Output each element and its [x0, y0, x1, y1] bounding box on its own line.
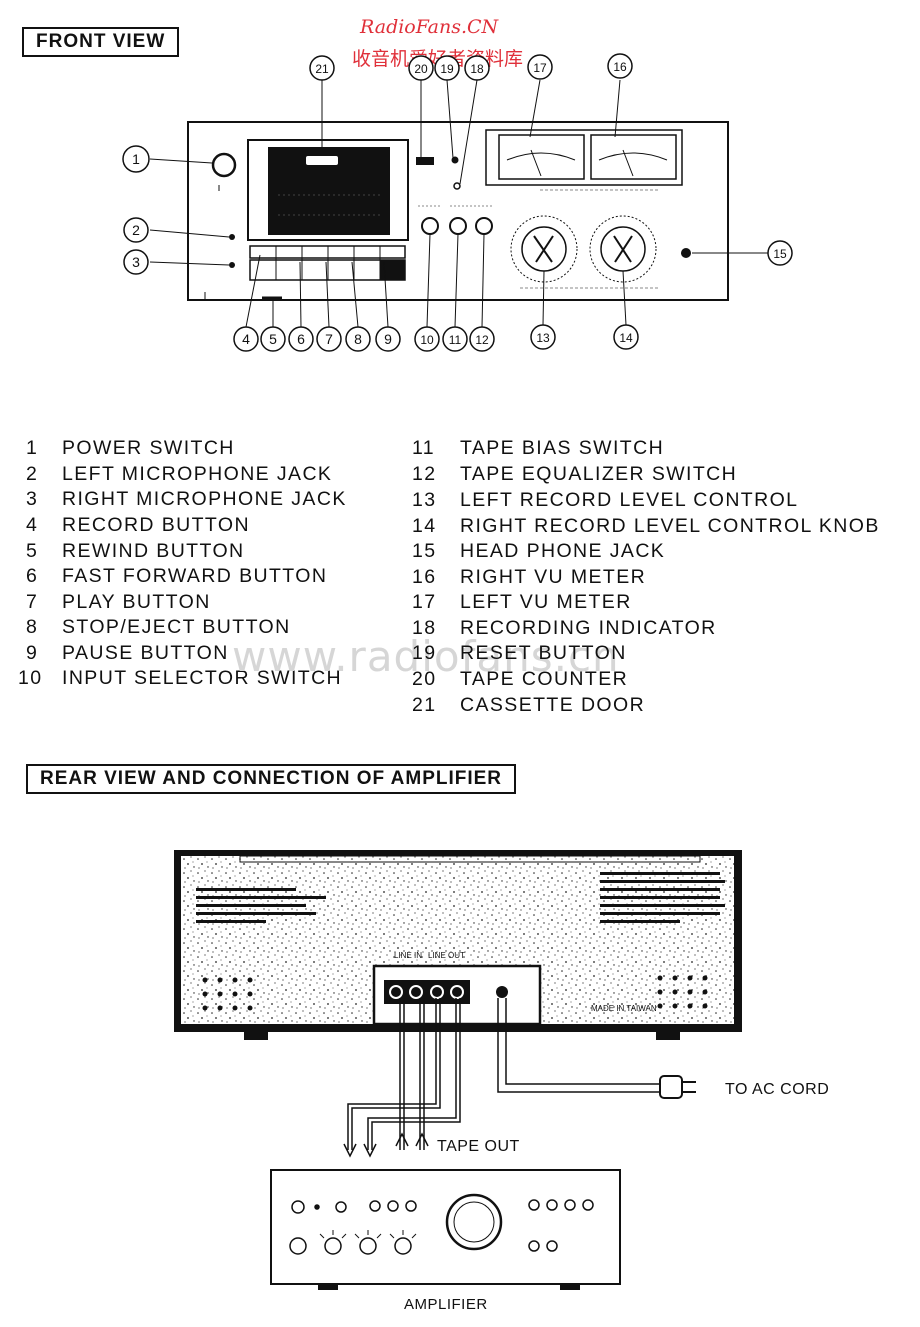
callout-8: [345, 326, 371, 352]
front-view-title: FRONT VIEW: [22, 27, 180, 57]
callout-9: [375, 326, 401, 352]
callout-7: [316, 326, 342, 352]
callout-16: [607, 53, 633, 79]
callout-label: 20: [414, 62, 428, 76]
watermark-domain: www.radiofans.cn: [232, 632, 620, 681]
callout-11: [442, 326, 468, 352]
callout-label: 17: [533, 61, 547, 75]
callout-label: 19: [440, 62, 454, 76]
callout-2: [123, 217, 149, 243]
callout-5: [260, 326, 286, 352]
watermark-brand: RadioFans.CN: [360, 16, 499, 38]
callout-label: 14: [619, 331, 633, 345]
callout-label: 4: [242, 331, 250, 347]
callout-6: [288, 326, 314, 352]
line-in-label: LINE IN: [394, 951, 423, 960]
callout-18: [464, 55, 490, 81]
line-out-label: LINE OUT: [428, 951, 465, 960]
callout-label: 6: [297, 331, 305, 347]
callout-4: [233, 326, 259, 352]
callout-label: 21: [315, 62, 329, 76]
callout-label: 11: [449, 333, 462, 347]
callout-21: [309, 55, 335, 81]
power-switch-shape: [211, 152, 237, 178]
callout-17: [527, 54, 553, 80]
callout-label: 7: [325, 331, 333, 347]
callout-19: [434, 55, 460, 81]
callout-label: 18: [470, 62, 484, 76]
callout-14: [613, 324, 639, 350]
callout-label: 2: [132, 222, 140, 238]
callout-label: 1: [132, 151, 140, 167]
callout-20: [408, 55, 434, 81]
rear-view-diagram: [174, 850, 742, 1290]
callout-label: 12: [475, 333, 489, 347]
callout-label: 16: [613, 60, 627, 74]
callout-label: 15: [773, 247, 787, 261]
callout-label: 5: [269, 331, 277, 347]
tape-out-label: TAPE OUT: [437, 1138, 520, 1155]
callout-1: [122, 145, 150, 173]
callout-label: 8: [354, 331, 362, 347]
callout-12: [469, 326, 495, 352]
callout-3: [123, 249, 149, 275]
made-in-label: MADE IN TAIWAN: [591, 1004, 657, 1013]
callout-label: 13: [536, 331, 550, 345]
callout-10: [414, 326, 440, 352]
callout-13: [530, 324, 556, 350]
to-ac-cord-label: TO AC CORD: [725, 1081, 830, 1098]
front-view-diagram: 1 2 3 4 5 6 7 8 9 10 11 12 13 14 15 16 1…: [122, 53, 793, 352]
callout-label: 3: [132, 254, 140, 270]
callout-label: 10: [420, 333, 434, 347]
callout-label: 9: [384, 331, 392, 347]
amplifier-label: AMPLIFIER: [404, 1296, 488, 1313]
callout-15: [767, 240, 793, 266]
rear-view-title: REAR VIEW AND CONNECTION OF AMPLIFIER: [26, 764, 517, 794]
